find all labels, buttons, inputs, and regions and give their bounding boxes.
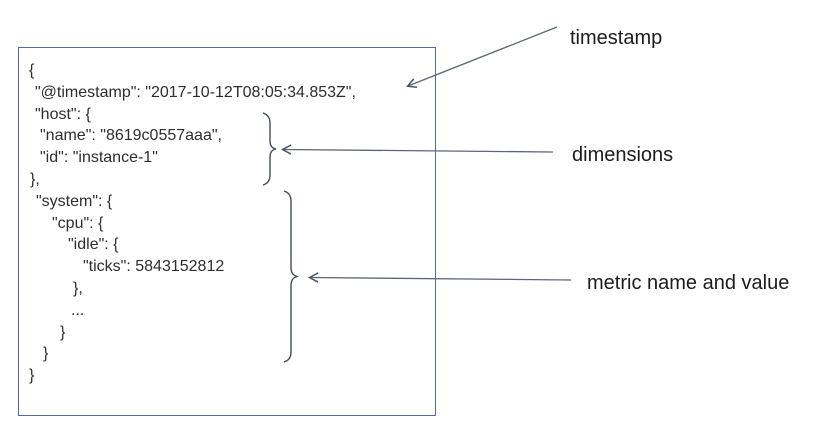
code-line: },	[30, 170, 40, 188]
code-line: }	[29, 367, 35, 385]
dimensions-label: dimensions	[572, 144, 674, 166]
json-document-box: { "@timestamp": "2017-10-12T08:05:34.853…	[18, 47, 436, 416]
code-line-host: "host": {	[35, 105, 91, 123]
code-line-ticks: "ticks": 5843152812	[83, 258, 225, 276]
code-line-ellipsis: ...	[71, 301, 85, 319]
code-line: }	[60, 323, 66, 341]
code-line-host-id: "id": "instance-1"	[40, 149, 158, 167]
metric-name-and-value-label: metric name and value	[587, 272, 790, 294]
code-line: {	[29, 62, 35, 79]
code-line-host-name: "name": "8619c0557aaa",	[40, 127, 222, 145]
code-line-system: "system": {	[36, 192, 113, 210]
code-line-idle: "idle": {	[68, 236, 119, 254]
code-line-cpu: "cpu": {	[52, 214, 104, 232]
code-line: }	[43, 345, 49, 363]
code-line-timestamp: "@timestamp": "2017-10-12T08:05:34.853Z"…	[35, 83, 356, 101]
code-line: },	[73, 279, 83, 297]
timestamp-label: timestamp	[570, 27, 663, 49]
